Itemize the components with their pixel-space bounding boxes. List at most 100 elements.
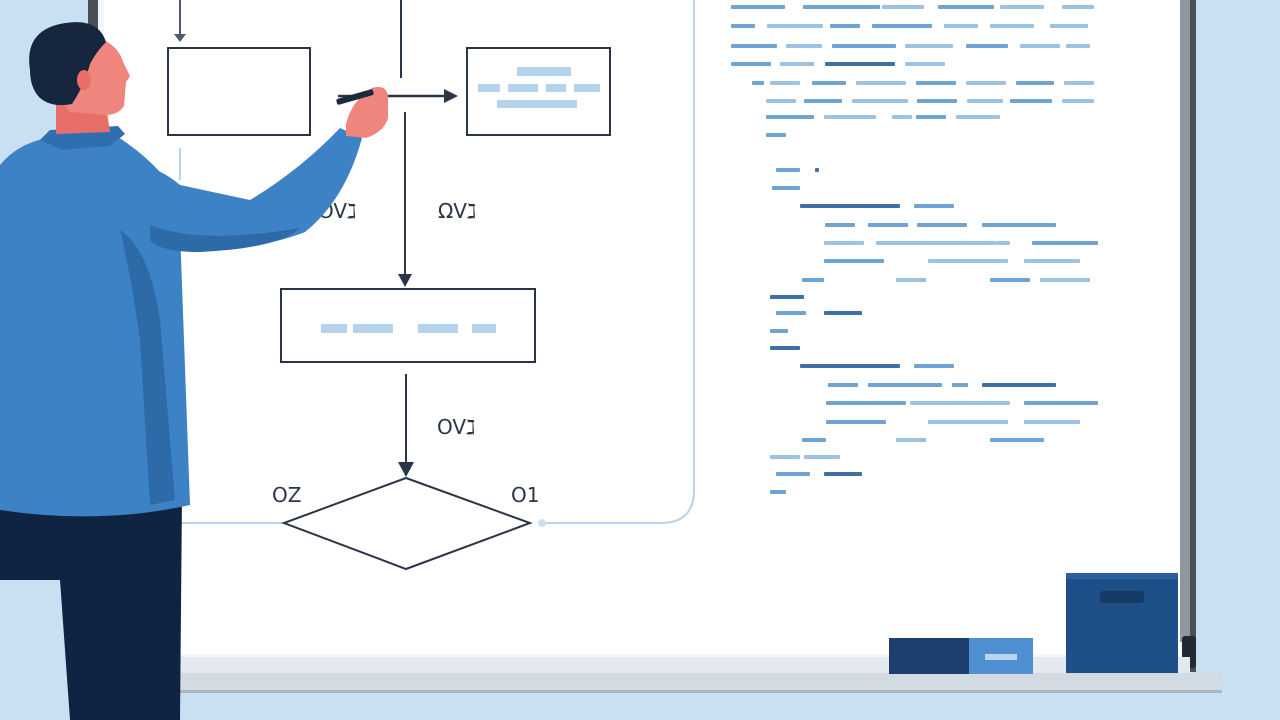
- code-line-segment: [1040, 278, 1090, 282]
- whiteboard-tray: [70, 657, 1222, 693]
- decision-left-label: OZ: [272, 483, 301, 507]
- code-line-segment: [990, 24, 1034, 28]
- code-line-segment: [967, 99, 1003, 103]
- code-line-segment: [780, 62, 814, 66]
- code-line-segment: [982, 383, 1056, 387]
- shirt-shadow: [120, 230, 175, 505]
- edge-label-lower: OVℷ: [437, 415, 475, 439]
- code-line-segment: [1024, 401, 1098, 405]
- code-line-segment: [804, 455, 840, 459]
- code-line-segment: [1010, 99, 1052, 103]
- arrow-to-box-3: [398, 112, 412, 287]
- code-line-segment: [766, 133, 786, 137]
- arrow-to-decision: [398, 374, 414, 477]
- process-box-1: [167, 47, 311, 136]
- code-line-segment: [830, 24, 860, 28]
- code-line-segment: [872, 24, 932, 28]
- code-line-segment: [1066, 44, 1090, 48]
- code-line-segment: [800, 204, 900, 208]
- code-line-segment: [770, 329, 788, 333]
- storage-box: [1066, 573, 1178, 673]
- code-line-segment: [731, 5, 785, 9]
- code-line-segment: [917, 223, 967, 227]
- code-line-segment: [876, 241, 996, 245]
- code-line-segment: [766, 115, 814, 119]
- edge-label-upper-right: ΩVℷ: [438, 199, 476, 223]
- code-line-segment: [982, 223, 1056, 227]
- code-block: [731, 5, 1098, 494]
- flowchart-frame: [545, 0, 695, 524]
- code-line-segment: [938, 5, 994, 9]
- hand: [346, 87, 388, 138]
- code-line-segment: [996, 241, 1010, 245]
- code-line-segment: [1000, 5, 1044, 9]
- hair: [29, 22, 107, 106]
- code-line-segment: [825, 223, 855, 227]
- code-line-segment: [731, 62, 771, 66]
- code-line-segment: [770, 81, 800, 85]
- code-line-segment: [882, 5, 924, 9]
- code-line-segment: [917, 99, 957, 103]
- code-line-segment: [776, 311, 806, 315]
- decision-diamond: [281, 476, 533, 571]
- code-line-segment: [910, 401, 1010, 405]
- code-line-segment: [776, 472, 810, 476]
- arm-shadow: [150, 225, 300, 252]
- code-line-segment: [1024, 259, 1080, 263]
- pants: [0, 495, 182, 720]
- code-line-segment: [800, 364, 900, 368]
- code-line-segment: [868, 383, 942, 387]
- code-line-segment: [826, 420, 886, 424]
- code-line-segment: [1050, 24, 1088, 28]
- code-line-segment: [868, 223, 908, 227]
- code-line-segment: [944, 24, 978, 28]
- ear: [77, 70, 91, 90]
- code-line-segment: [916, 115, 946, 119]
- code-line-segment: [990, 438, 1044, 442]
- code-line-segment: [990, 278, 1030, 282]
- code-line-segment: [832, 44, 896, 48]
- code-line-segment: [905, 62, 945, 66]
- code-line-segment: [928, 420, 1008, 424]
- eraser-icon: [889, 638, 1033, 674]
- connector-dot: [538, 519, 546, 527]
- code-line-segment: [896, 438, 926, 442]
- code-line-segment: [828, 383, 858, 387]
- code-line-segment: [892, 115, 912, 119]
- code-line-segment: [767, 24, 823, 28]
- code-line-segment: [731, 24, 755, 28]
- code-line-segment: [928, 259, 1008, 263]
- code-line-segment: [826, 401, 906, 405]
- code-line-segment: [824, 259, 884, 263]
- decision-right-label: O1: [511, 483, 539, 507]
- code-line-segment: [802, 438, 826, 442]
- code-line-segment: [786, 44, 822, 48]
- code-line-segment: [952, 383, 968, 387]
- code-line-segment: [905, 44, 953, 48]
- code-line-segment: [803, 5, 880, 9]
- code-line-segment: [966, 44, 1008, 48]
- code-line-segment: [815, 168, 819, 172]
- top-entry-arrow: [174, 0, 186, 180]
- code-line-segment: [752, 81, 764, 85]
- code-line-segment: [812, 81, 846, 85]
- code-line-segment: [856, 81, 906, 85]
- code-line-segment: [852, 99, 908, 103]
- marker-icon: [336, 89, 374, 105]
- code-line-segment: [770, 346, 800, 350]
- code-line-segment: [825, 62, 895, 66]
- code-line-segment: [766, 99, 796, 103]
- code-line-segment: [804, 99, 842, 103]
- code-line-segment: [802, 278, 824, 282]
- process-box-3: [280, 288, 536, 363]
- code-line-segment: [824, 241, 864, 245]
- code-line-segment: [1024, 420, 1080, 424]
- code-line-segment: [956, 115, 1000, 119]
- code-line-segment: [1062, 5, 1094, 9]
- raised-arm: [130, 128, 362, 250]
- code-line-segment: [770, 295, 804, 299]
- code-line-segment: [896, 278, 926, 282]
- code-line-segment: [824, 115, 876, 119]
- code-line-segment: [731, 44, 777, 48]
